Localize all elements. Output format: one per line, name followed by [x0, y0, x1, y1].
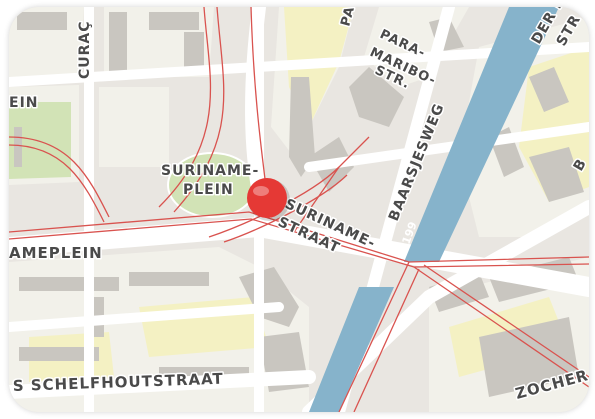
label-suriname-plein-2: PLEIN — [183, 182, 234, 198]
label-lein-left: EIN — [9, 95, 39, 111]
map-canvas[interactable]: CURAÇ EIN PA PARA- MARIBO- STR. BAARSJES… — [9, 7, 589, 412]
label-para-top: PA — [338, 7, 358, 28]
tram-lines — [9, 7, 589, 412]
label-suriname-plein-1: SURINAME- — [161, 163, 259, 179]
label-ameplein: AMEPLEIN — [9, 244, 103, 262]
map-card[interactable]: CURAÇ EIN PA PARA- MARIBO- STR. BAARSJES… — [9, 7, 589, 412]
location-pin-icon[interactable] — [247, 178, 290, 221]
label-curacao: CURAÇ — [77, 20, 93, 79]
water — [309, 7, 559, 412]
